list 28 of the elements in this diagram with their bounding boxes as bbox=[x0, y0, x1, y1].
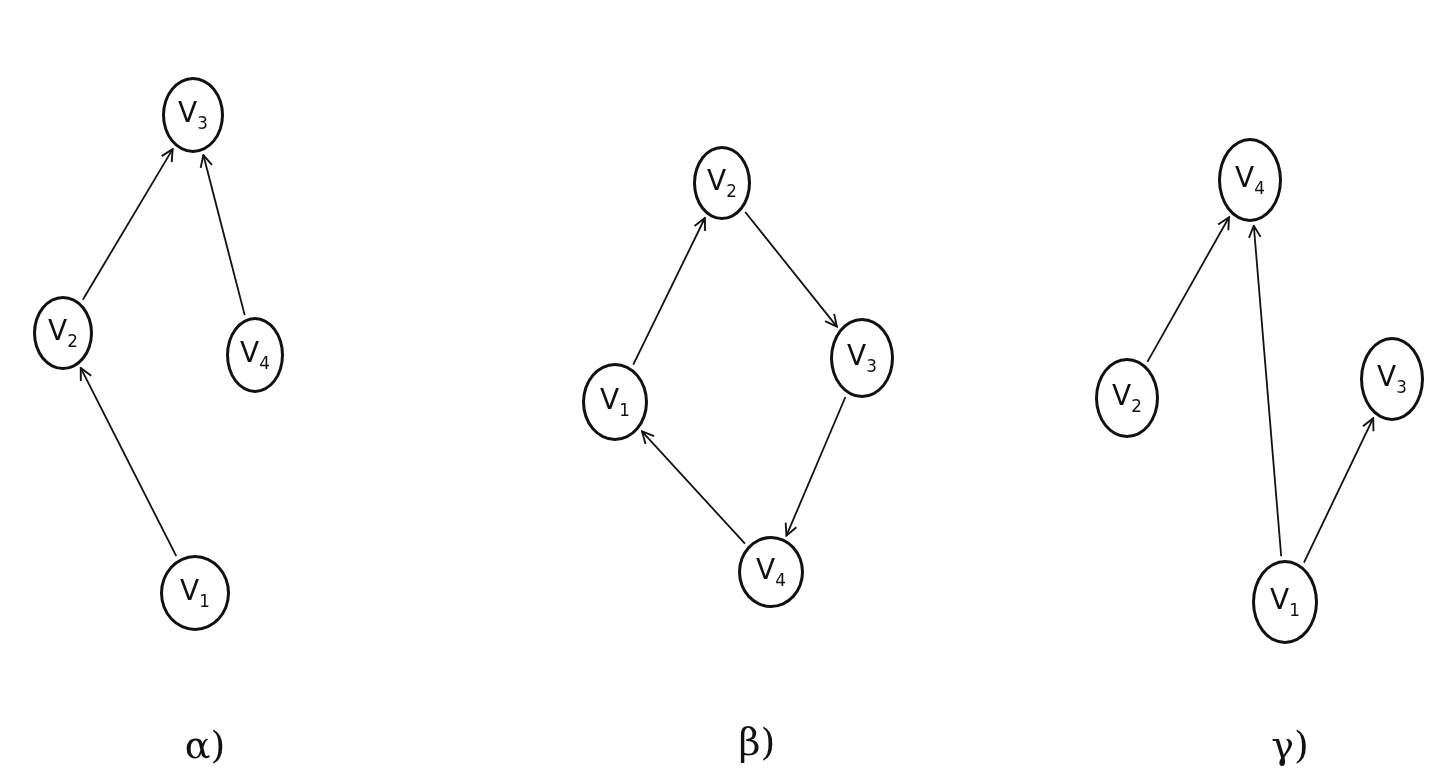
panel-label: γ) bbox=[1271, 726, 1309, 764]
vertex-label: V$_{4}$ bbox=[756, 555, 786, 589]
arrow bbox=[1303, 417, 1375, 564]
vertex-label: V$_{1}$ bbox=[600, 385, 630, 419]
arrow bbox=[81, 148, 174, 301]
vertex-label: V$_{1}$ bbox=[180, 576, 210, 610]
arrow bbox=[744, 211, 838, 328]
vertex-label: V$_{2}$ bbox=[48, 316, 78, 350]
vertex-circle bbox=[830, 318, 894, 398]
vertex-label: V$_{4}$ bbox=[240, 338, 270, 372]
vertex-label: V$_{1}$ bbox=[1270, 585, 1300, 619]
arrow bbox=[79, 367, 178, 558]
vertex-label: V$_{2}$ bbox=[1112, 381, 1142, 415]
arrow bbox=[1248, 224, 1283, 558]
arrow bbox=[199, 154, 246, 317]
arrow bbox=[1146, 216, 1230, 363]
vertex-label: V$_{4}$ bbox=[1235, 163, 1265, 197]
panel-label: β) bbox=[738, 723, 776, 761]
vertex-label: V$_{3}$ bbox=[1377, 362, 1407, 396]
vertex-circle bbox=[693, 146, 751, 220]
vertex-label: V$_{3}$ bbox=[178, 98, 208, 132]
panel-label: α) bbox=[184, 726, 226, 764]
arrow bbox=[784, 396, 847, 537]
vertex-circle bbox=[582, 363, 648, 441]
arrow bbox=[641, 430, 746, 545]
vertex-label: V$_{3}$ bbox=[847, 341, 877, 375]
arrow bbox=[632, 217, 706, 366]
vertex-label: V$_{2}$ bbox=[707, 166, 737, 200]
